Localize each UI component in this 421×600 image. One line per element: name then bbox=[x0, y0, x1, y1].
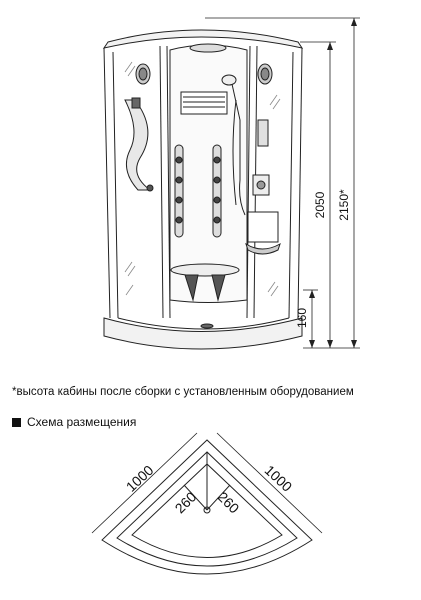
shower-tray bbox=[103, 317, 303, 350]
layout-heading-text: Схема размещения bbox=[27, 415, 137, 429]
height-footnote: *высота кабины после сборки с установлен… bbox=[12, 386, 354, 398]
plan-side-left: 1000 bbox=[123, 462, 157, 495]
massage-jets-right-icon bbox=[212, 144, 222, 238]
mixer-icon bbox=[252, 174, 270, 196]
side-panel-left bbox=[124, 99, 152, 191]
dimension-total-height: 2150* bbox=[337, 189, 351, 221]
placement-plan: 1000 1000 260 260 bbox=[91, 432, 323, 575]
dimension-tray-height: 160 bbox=[295, 308, 309, 328]
plan-outline bbox=[101, 439, 313, 575]
square-bullet-icon bbox=[12, 417, 21, 427]
shower-cabin-elevation: 2050 2150* 160 bbox=[102, 17, 360, 350]
seat-icon bbox=[170, 263, 240, 302]
plan-side-right: 1000 bbox=[262, 462, 296, 495]
corner-shelf-icon bbox=[245, 211, 281, 255]
layout-section-heading: Схема размещения bbox=[12, 415, 136, 429]
plan-drain-left: 260 bbox=[172, 488, 200, 516]
control-panel bbox=[257, 119, 269, 147]
massage-jets-left-icon bbox=[174, 144, 184, 238]
overhead-shower-grill-icon bbox=[180, 91, 228, 115]
dimension-cabin-height: 2050 bbox=[313, 191, 327, 218]
cabin-top bbox=[102, 29, 304, 49]
hand-shower-icon bbox=[221, 74, 246, 216]
plan-drain-right: 260 bbox=[215, 489, 243, 517]
